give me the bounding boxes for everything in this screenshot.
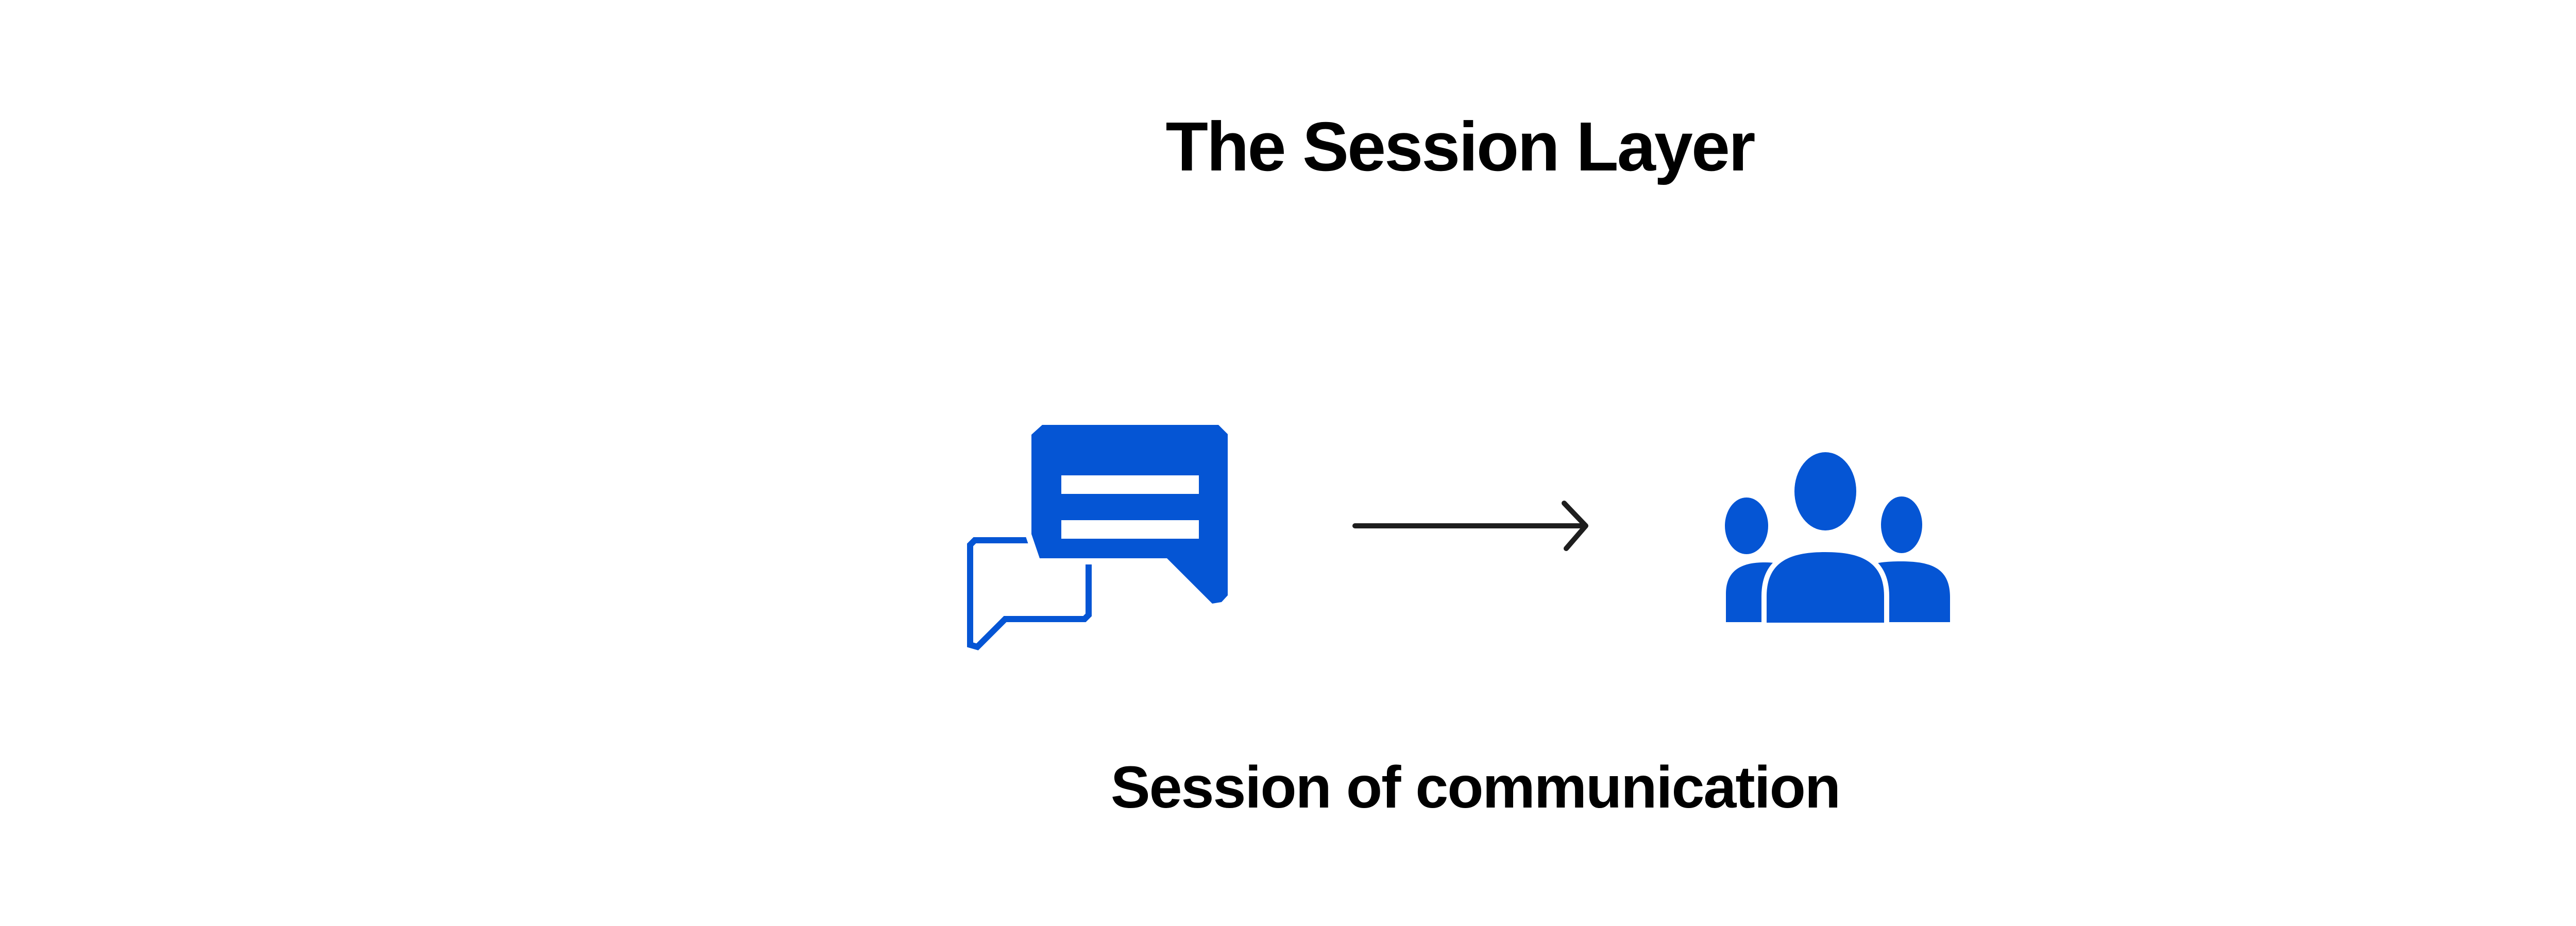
center-person-body [1767,552,1884,623]
left-person-head [1725,498,1768,554]
bubble-text-line-1 [1061,475,1199,494]
right-person-head [1881,496,1922,553]
center-person-head [1794,452,1856,530]
diagram-caption: Session of communication [1110,754,1841,820]
page-title: The Session Layer [1165,108,1756,185]
bubble-text-line-2 [1061,520,1199,539]
people-group-icon [1725,447,1950,628]
chat-bubbles-icon [967,422,1231,650]
right-arrow-icon [1352,501,1588,551]
filled-bubble-shape [1031,425,1228,604]
arrow-head [1562,501,1588,551]
outline-bubble-shape [967,537,1092,650]
